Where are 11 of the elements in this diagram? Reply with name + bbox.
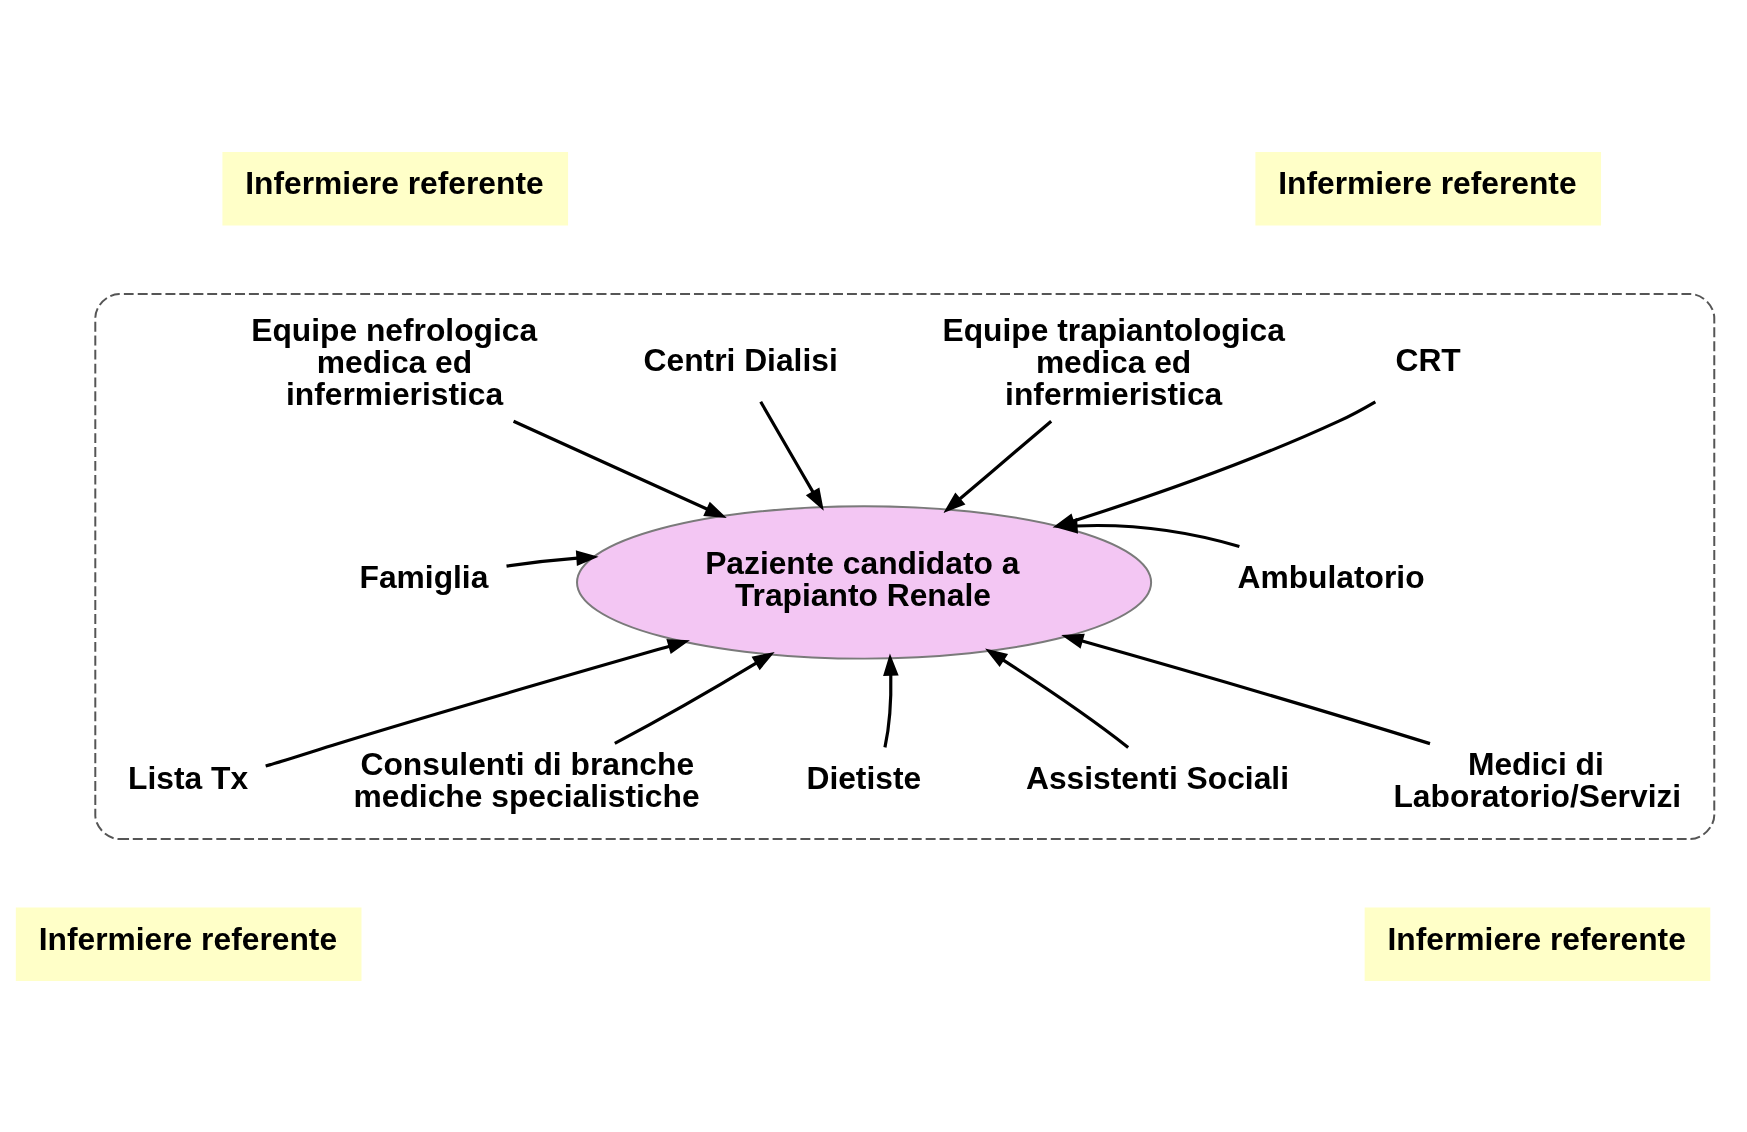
node-text: Medici di Laboratorio/Servizi xyxy=(1393,745,1682,814)
node-text: Equipe nefrologica medica ed infermieristica xyxy=(251,311,538,412)
node-text: Consulenti di branche mediche specialistiche xyxy=(353,745,700,814)
node-text: Lista Tx xyxy=(128,759,249,796)
node-text: Famiglia xyxy=(359,558,489,595)
node-text: Centri Dialisi xyxy=(643,341,838,378)
node-text: Assistenti Sociali xyxy=(1025,759,1290,796)
node-text: CRT xyxy=(1395,341,1461,378)
node-text: Ambulatorio xyxy=(1237,558,1425,595)
node-text: Equipe trapiantologica medica ed infermieristica xyxy=(942,311,1285,412)
node-text: Dietiste xyxy=(806,759,922,796)
